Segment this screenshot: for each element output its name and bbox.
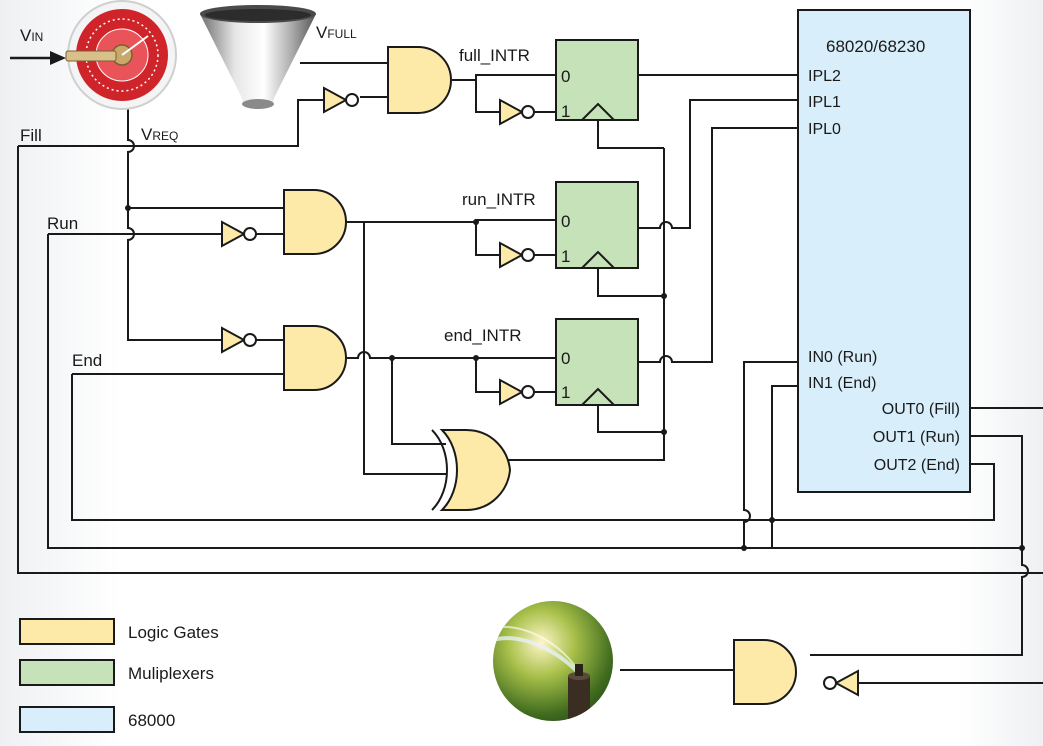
inverter-sprinkler — [823, 669, 859, 697]
xor-gate — [431, 429, 512, 511]
sprinkler-photo — [493, 601, 613, 721]
cpu-block — [797, 9, 971, 493]
legend-label-logic-gates: Logic Gates — [128, 623, 219, 642]
pin-out0: OUT0 (Fill) — [882, 401, 960, 418]
mux-run-name: run_INTR — [462, 190, 536, 209]
vreq-label: VREQ — [141, 125, 178, 144]
legend-label-68000: 68000 — [128, 711, 175, 730]
mux-full — [555, 39, 639, 121]
mux-end-name: end_INTR — [444, 326, 521, 345]
inverter-mux1 — [499, 98, 535, 126]
fill-label: Fill — [20, 126, 42, 145]
pin-in1: IN1 (End) — [808, 375, 876, 392]
legend-swatch-multiplexers — [19, 659, 115, 686]
pin-ipl2: IPL2 — [808, 68, 841, 85]
vfull-label: VFULL — [316, 23, 357, 42]
dial-gauge-icon — [65, 0, 177, 110]
inverter-mux3 — [499, 378, 535, 406]
pin-out1: OUT1 (Run) — [873, 429, 960, 446]
and-gate-sprinkler — [733, 639, 797, 705]
and-gate-full — [387, 46, 452, 114]
funnel-icon — [200, 5, 316, 109]
mux-run-in0: 0 — [561, 212, 570, 231]
pin-out2: OUT2 (End) — [874, 457, 960, 474]
legend-label-multiplexers: Muliplexers — [128, 664, 214, 683]
mux-full-in0: 0 — [561, 67, 570, 86]
vin-label: VIN — [20, 26, 43, 45]
and-gate-run — [283, 189, 347, 255]
pin-ipl1: IPL1 — [808, 94, 841, 111]
legend-swatch-logic-gates — [19, 618, 115, 645]
inverter-fill — [323, 86, 359, 114]
mux-end-in0: 0 — [561, 349, 570, 368]
mux-run-in1: 1 — [561, 247, 570, 266]
inverter-end — [221, 326, 257, 354]
wires — [10, 51, 1043, 684]
cpu-title: 68020/68230 — [826, 37, 925, 56]
pin-ipl0: IPL0 — [808, 121, 841, 138]
end-label: End — [72, 351, 102, 370]
labels: VIN VFULL VREQ Fill Run End full_INTR 0 … — [20, 23, 960, 730]
mux-end — [555, 318, 639, 406]
mux-full-in1: 1 — [561, 102, 570, 121]
mux-run — [555, 181, 639, 269]
and-gate-end — [283, 325, 347, 391]
legend — [19, 618, 115, 733]
inverter-run — [221, 220, 257, 248]
logic-gates — [221, 46, 859, 705]
legend-swatch-68000 — [19, 706, 115, 733]
pin-in0: IN0 (Run) — [808, 349, 877, 366]
multiplexers — [555, 39, 639, 406]
inverter-mux2 — [499, 241, 535, 269]
mux-end-in1: 1 — [561, 383, 570, 402]
run-label: Run — [47, 214, 78, 233]
mux-full-name: full_INTR — [459, 46, 530, 65]
